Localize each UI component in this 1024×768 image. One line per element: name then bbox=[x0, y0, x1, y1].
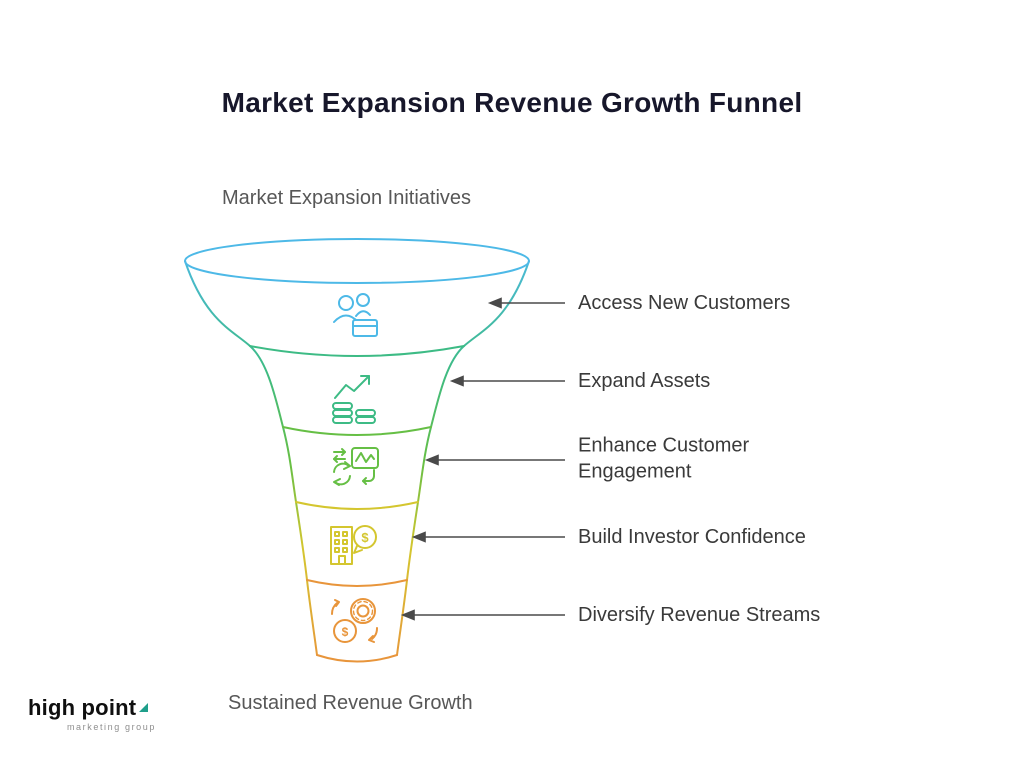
dollar-glyph: $ bbox=[361, 530, 369, 545]
funnel-bottom-caption: Sustained Revenue Growth bbox=[228, 692, 473, 714]
stage-label-access-new-customers: Access New Customers bbox=[578, 291, 791, 314]
funnel-divider-3 bbox=[295, 501, 419, 510]
company-logo: high point marketing group bbox=[28, 694, 156, 733]
funnel-top-caption: Market Expansion Initiatives bbox=[222, 187, 472, 209]
funnel-bottom-edge bbox=[316, 654, 398, 663]
investor-confidence-icon: $ bbox=[330, 525, 377, 565]
funnel-divider-2 bbox=[282, 426, 432, 436]
arrow-diversify-revenue-streams bbox=[400, 609, 565, 621]
stage-label-build-investor-confidence: Build Investor Confidence bbox=[578, 525, 806, 548]
new-customers-icon bbox=[333, 293, 378, 337]
stage-label-expand-assets: Expand Assets bbox=[578, 369, 711, 392]
funnel-left-side bbox=[184, 260, 318, 656]
arrow-build-investor-confidence bbox=[411, 531, 565, 543]
logo-arrow-icon bbox=[138, 694, 149, 718]
arrow-expand-assets bbox=[449, 375, 565, 387]
dollar-glyph: $ bbox=[342, 625, 349, 639]
logo-name-text: high point bbox=[28, 695, 137, 720]
logo-tagline: marketing group bbox=[66, 722, 156, 733]
arrow-access-new-customers bbox=[487, 297, 565, 309]
stage-label-diversify-revenue-streams: Diversify Revenue Streams bbox=[578, 603, 821, 626]
funnel-top-ellipse bbox=[184, 238, 530, 284]
funnel-outline bbox=[184, 238, 530, 663]
pointer-arrows bbox=[400, 297, 565, 621]
customer-engagement-icon bbox=[333, 447, 379, 486]
funnel-divider-1 bbox=[249, 345, 465, 357]
expand-assets-icon bbox=[332, 375, 376, 424]
funnel-divider-4 bbox=[306, 579, 408, 587]
stage-label-enhance-customer-engagement: Enhance Customer Engagement bbox=[578, 434, 750, 483]
page-title: Market Expansion Revenue Growth Funnel bbox=[221, 87, 803, 118]
funnel-right-side bbox=[396, 260, 530, 656]
logo-name: high point bbox=[28, 694, 156, 720]
arrow-enhance-customer-engagement bbox=[424, 454, 565, 466]
revenue-streams-icon: $ bbox=[330, 598, 379, 643]
